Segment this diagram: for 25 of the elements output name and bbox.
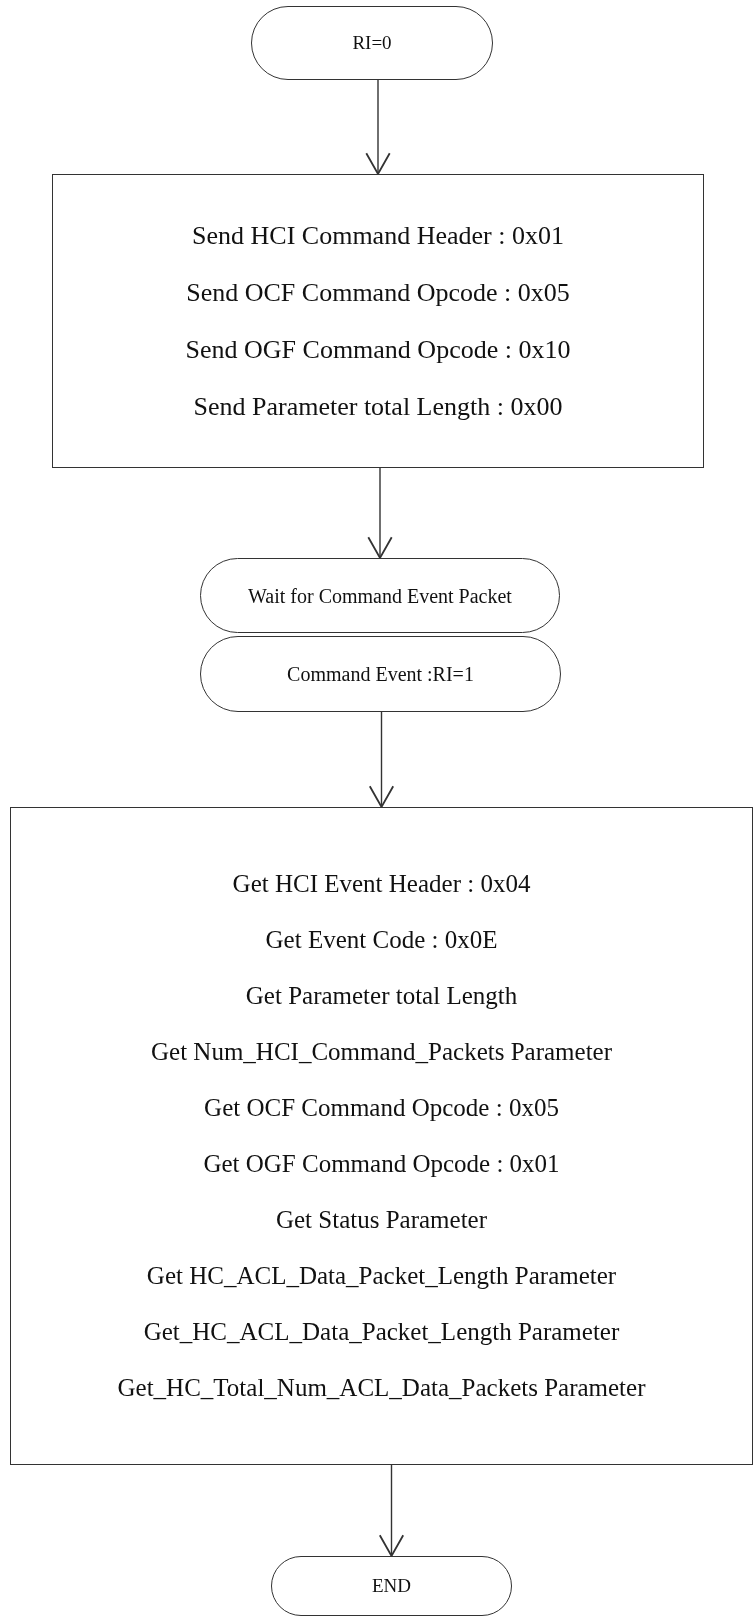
step-text: Send OGF Command Opcode : 0x10 (185, 334, 571, 366)
arrow (367, 467, 393, 559)
step-text: RI=0 (352, 31, 392, 55)
step-text: Get HC_ACL_Data_Packet_Length Parameter (146, 1261, 617, 1291)
arrow (378, 1464, 405, 1557)
step-text: Command Event :RI=1 (287, 662, 474, 686)
step-text: Send OCF Command Opcode : 0x05 (186, 276, 570, 308)
arrow (365, 79, 391, 175)
arrow (368, 711, 395, 808)
step-text: END (371, 1574, 412, 1598)
step-text: Get Event Code : 0x0E (265, 925, 498, 955)
step-text: Get_HC_ACL_Data_Packet_Length Parameter (143, 1317, 620, 1347)
process-box (10, 807, 753, 1465)
step-text: Get OCF Command Opcode : 0x05 (204, 1093, 559, 1123)
step-text: Get HCI Event Header : 0x04 (232, 869, 531, 899)
step-text: Get_HC_Total_Num_ACL_Data_Packets Parameter (117, 1373, 646, 1403)
step-text: Get Parameter total Length (245, 981, 518, 1011)
step-text: Wait for Command Event Packet (248, 583, 512, 608)
step-text: Get Status Parameter (275, 1205, 488, 1235)
step-text: Send Parameter total Length : 0x00 (193, 391, 563, 423)
step-text: Send HCI Command Header : 0x01 (192, 219, 564, 251)
step-text: Get OGF Command Opcode : 0x01 (203, 1149, 560, 1179)
terminal-pill (271, 1556, 512, 1616)
step-text: Get Num_HCI_Command_Packets Parameter (151, 1037, 612, 1067)
process-box (52, 174, 704, 468)
